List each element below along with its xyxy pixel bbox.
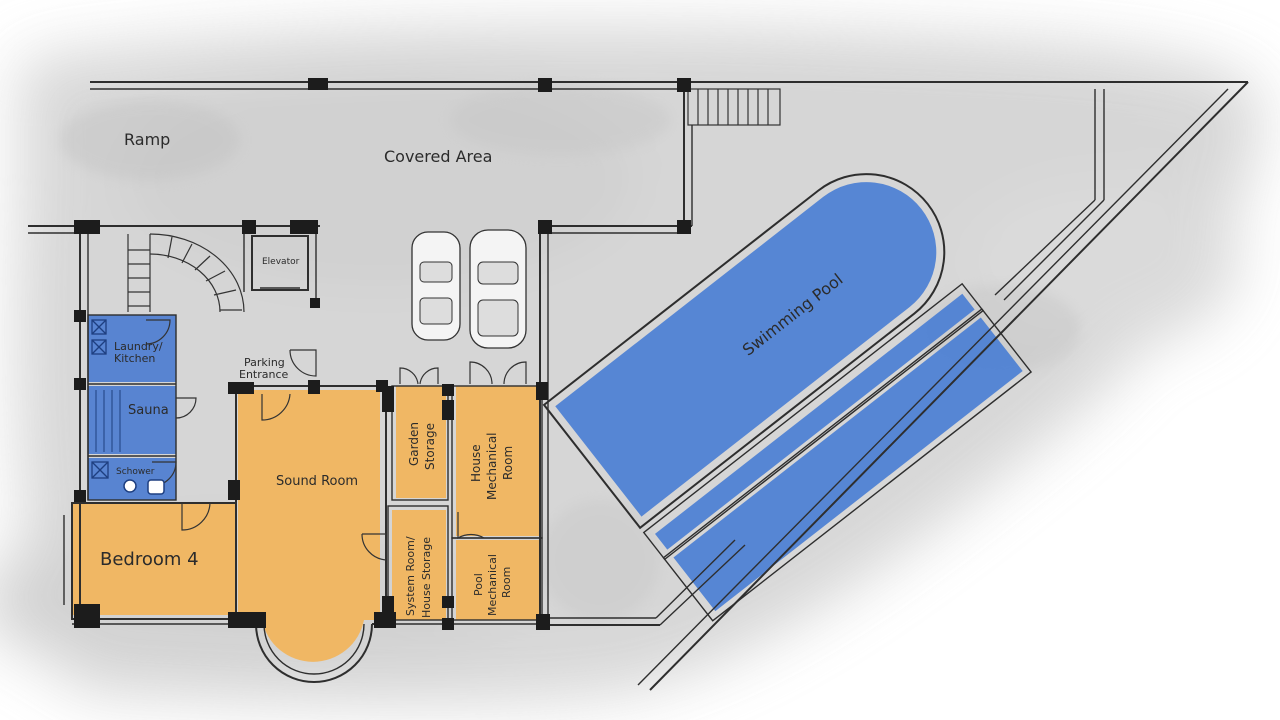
label-covered-area: Covered Area xyxy=(384,147,492,166)
lap-lane-1 xyxy=(655,293,975,550)
house-mech-fill xyxy=(456,386,540,536)
laundry-kitchen-fill xyxy=(88,315,176,382)
top-stairs xyxy=(687,88,781,126)
structural-posts xyxy=(74,78,691,630)
car-2 xyxy=(469,229,527,349)
label-parking-entrance-1: Parking xyxy=(244,356,285,369)
label-garden-storage-2: Storage xyxy=(423,423,437,470)
label-ramp: Ramp xyxy=(124,130,170,149)
swimming-pool-fill xyxy=(555,182,937,517)
pool-mech-fill xyxy=(456,540,540,620)
label-house-mech-3: Room xyxy=(501,446,515,480)
label-pool-mech-2: Mechanical xyxy=(486,554,499,616)
label-house-mech-2: Mechanical xyxy=(485,432,499,500)
bedroom-4-fill xyxy=(72,503,236,615)
label-system-room-1: System Room/ xyxy=(404,536,417,616)
pool-group xyxy=(542,173,1033,622)
sauna-fill xyxy=(88,386,176,454)
garden-storage-fill xyxy=(396,386,446,498)
label-sound-room: Sound Room xyxy=(276,474,358,489)
label-pool-mech-3: Room xyxy=(500,567,513,598)
label-elevator: Elevator xyxy=(262,257,300,267)
car-1 xyxy=(411,231,461,341)
label-garden-storage-1: Garden xyxy=(407,422,421,466)
system-room-fill xyxy=(392,510,446,620)
elevator-box xyxy=(251,235,309,291)
label-parking-entrance-2: Entrance xyxy=(239,368,289,381)
sound-room-fill xyxy=(238,390,380,662)
label-house-mech-1: House xyxy=(469,444,483,482)
label-sauna: Sauna xyxy=(128,403,169,418)
label-laundry-2: Kitchen xyxy=(114,352,155,365)
label-shower: Schower xyxy=(116,467,155,477)
label-system-room-2: House Storage xyxy=(420,537,433,618)
spiral-stair xyxy=(127,233,245,313)
label-bedroom-4: Bedroom 4 xyxy=(100,549,199,570)
lap-lane-2 xyxy=(673,317,1023,612)
label-laundry-1: Laundry/ xyxy=(114,340,163,353)
label-pool-mech-1: Pool xyxy=(472,573,485,596)
